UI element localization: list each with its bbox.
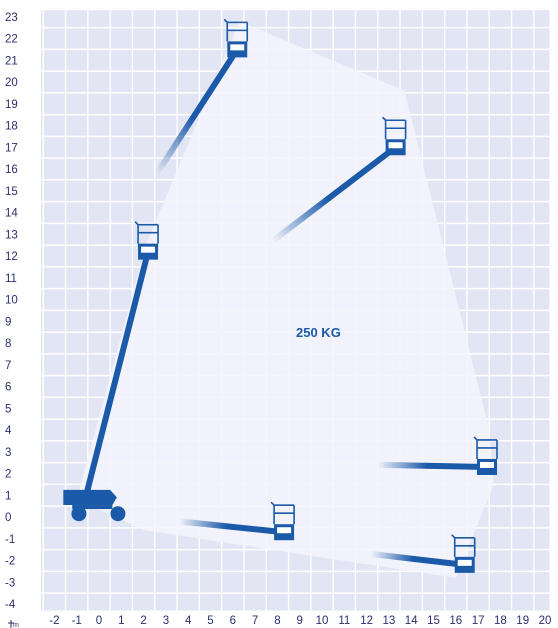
x-tick-label: -1 <box>72 615 82 627</box>
y-tick-label: 3 <box>5 447 11 459</box>
vehicle-turret <box>63 489 117 506</box>
y-tick-label: -1 <box>5 534 15 546</box>
x-tick-label: 1 <box>118 615 124 627</box>
platform-basket-icon <box>473 436 498 475</box>
boom-max-reach-low <box>178 501 295 541</box>
boom-arm <box>377 461 488 470</box>
y-tick-label: 15 <box>5 186 18 198</box>
axis-labels: 23222120191817161514131211109876543210-1… <box>5 12 551 627</box>
vehicle-wheel-rear <box>71 506 87 522</box>
x-tick-label: -2 <box>49 615 59 627</box>
x-tick-label: 9 <box>296 615 302 627</box>
boom-max-height <box>154 18 249 175</box>
platform-basket-icon <box>451 534 476 573</box>
y-tick-label: 13 <box>5 229 18 241</box>
y-tick-label: 6 <box>5 382 11 394</box>
x-tick-label: 2 <box>140 615 146 627</box>
boom-arm <box>178 518 285 536</box>
x-tick-label: 3 <box>163 615 169 627</box>
y-tick-label: 4 <box>5 425 12 437</box>
y-tick-label: 18 <box>5 121 18 133</box>
y-tick-label: 5 <box>5 403 11 415</box>
vehicle-chassis <box>72 505 113 510</box>
y-tick-label: 21 <box>5 55 18 67</box>
x-tick-label: 16 <box>449 615 462 627</box>
x-tick-label: 14 <box>405 615 418 627</box>
y-tick-label: 14 <box>5 208 18 220</box>
x-tick-label: 15 <box>427 615 440 627</box>
x-tick-label: 18 <box>494 615 507 627</box>
x-tick-label: 10 <box>316 615 329 627</box>
x-tick-label: 6 <box>230 615 236 627</box>
y-tick-label: 8 <box>5 338 11 350</box>
y-tick-label: 17 <box>5 142 18 154</box>
platform-basket-icon <box>270 501 295 541</box>
unit-icon: m <box>8 620 19 628</box>
y-tick-label: 2 <box>5 469 11 481</box>
platform-basket-icon <box>382 116 407 156</box>
unit-label: m <box>13 622 19 628</box>
x-tick-label: 19 <box>516 615 529 627</box>
boom-stowed-high <box>82 221 159 501</box>
y-tick-label: 1 <box>5 490 11 502</box>
y-tick-label: 23 <box>5 12 18 24</box>
boom-below-ground <box>370 534 476 573</box>
y-tick-label: 19 <box>5 99 18 111</box>
y-tick-label: -2 <box>5 556 15 568</box>
x-tick-label: 20 <box>539 615 552 627</box>
vehicle-wheel-front <box>110 506 126 522</box>
y-tick-label: 12 <box>5 251 18 263</box>
envelope-area <box>76 21 494 578</box>
y-tick-label: -4 <box>5 599 16 611</box>
boom-arm <box>82 248 152 501</box>
x-tick-label: 0 <box>96 615 102 627</box>
working-envelope <box>76 21 494 578</box>
y-tick-label: 16 <box>5 164 18 176</box>
x-tick-label: 4 <box>185 615 192 627</box>
x-tick-label: 17 <box>472 615 485 627</box>
boom-max-reach-high <box>377 436 498 475</box>
y-tick-label: 7 <box>5 360 11 372</box>
load-label: 250 KG <box>296 325 341 340</box>
y-tick-label: 22 <box>5 34 18 46</box>
y-tick-label: 10 <box>5 295 18 307</box>
y-tick-label: 9 <box>5 316 11 328</box>
x-tick-label: 13 <box>383 615 396 627</box>
x-tick-label: 12 <box>360 615 373 627</box>
platform-basket-icon <box>134 221 159 260</box>
boom-arm <box>271 144 398 244</box>
y-tick-label: 11 <box>5 273 17 285</box>
boom-arm <box>154 47 240 175</box>
platform-basket-icon <box>223 18 249 58</box>
x-tick-label: 8 <box>274 615 280 627</box>
x-tick-label: 7 <box>252 615 258 627</box>
y-tick-label: 20 <box>5 77 18 89</box>
vehicle-base <box>63 489 126 522</box>
y-tick-label: -3 <box>5 577 15 589</box>
y-tick-label: 0 <box>5 512 11 524</box>
boom-positions <box>82 18 498 573</box>
boom-arm <box>370 550 466 568</box>
boom-mid-reach <box>271 116 407 244</box>
x-tick-label: 5 <box>207 615 213 627</box>
x-tick-label: 11 <box>338 615 350 627</box>
